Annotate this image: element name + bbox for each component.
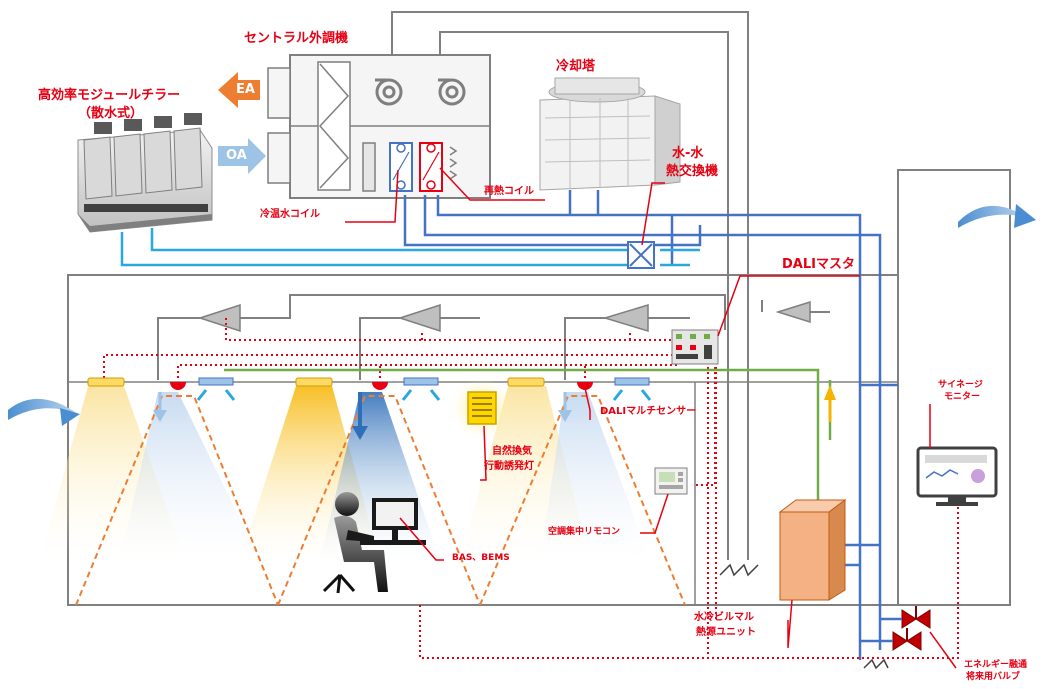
- label-valves-sub: 将来用バルブ: [966, 672, 1021, 682]
- fan-units: [197, 300, 811, 333]
- label-dali-master: DALIマスタ: [782, 257, 855, 272]
- air-diffusers: [198, 377, 650, 386]
- label-central-ahu: セントラル外調機: [244, 31, 349, 46]
- label-remote: 空調集中リモコン: [548, 527, 621, 537]
- diffuser-arrows: [196, 389, 652, 401]
- natural-ventilation-lamp: [452, 378, 512, 438]
- air-swoosh: [8, 398, 80, 426]
- label-valves: エネルギー融通: [964, 660, 1028, 670]
- cooling-tower: [539, 77, 681, 191]
- heat-source-unit: [778, 499, 847, 601]
- ea-tag: EA: [236, 82, 255, 97]
- label-heat-exchanger-sub: 熱交換機: [666, 164, 719, 179]
- warm-air-arrow: [824, 385, 836, 400]
- ceiling-ducts: [157, 294, 830, 380]
- leader-lines: [345, 167, 957, 669]
- valve-pipes: [860, 617, 902, 643]
- label-chw-coil: 冷温水コイル: [260, 209, 320, 220]
- label-signage: サイネージ: [938, 380, 983, 390]
- oa-tag: OA: [226, 148, 247, 163]
- signage-monitor: [916, 446, 998, 506]
- module-chiller: [77, 113, 213, 233]
- label-natural-ventilation: 自然換気: [492, 446, 532, 457]
- fan-icon: [438, 78, 466, 106]
- label-heat-source-unit-sub: 熱源ユニット: [696, 627, 756, 638]
- dali-master: [671, 329, 719, 365]
- label-natural-ventilation-sub: 行動誘発灯: [484, 461, 534, 472]
- supply-pipes: [120, 228, 700, 267]
- fan-icon: [375, 78, 403, 106]
- break-marks: [719, 563, 889, 670]
- label-signage-sub: モニター: [944, 392, 981, 402]
- multi-sensors: [170, 382, 593, 390]
- oa-arrow: [218, 138, 266, 174]
- airflow-arrows: [153, 392, 572, 440]
- label-heat-exchanger: 水-水: [672, 146, 704, 161]
- label-chiller: 高効率モジュールチラー: [38, 88, 181, 103]
- gray-duct-lines: [391, 11, 899, 560]
- remote-controller: [654, 467, 688, 495]
- label-bas-bems: BAS、BEMS: [452, 553, 510, 563]
- label-reheat-coil: 再熱コイル: [484, 186, 534, 197]
- label-dali-sensor: DALIマルチセンサー: [600, 406, 697, 417]
- heat-exchanger: [627, 241, 655, 269]
- air-swoosh: [958, 204, 1036, 228]
- label-chiller-sub: （散水式）: [78, 106, 144, 121]
- ea-arrow: [218, 72, 260, 108]
- cold-water-pipes: [403, 190, 898, 660]
- office-worker: [322, 492, 426, 594]
- light-fixtures: [87, 377, 545, 387]
- label-heat-source-unit: 水冷ビルマル: [694, 612, 754, 623]
- control-wiring: [103, 318, 959, 659]
- label-cooling-tower: 冷却塔: [556, 59, 596, 74]
- sensor-coverage: [75, 395, 686, 606]
- valves: [892, 606, 931, 651]
- central-ahu: [267, 54, 491, 199]
